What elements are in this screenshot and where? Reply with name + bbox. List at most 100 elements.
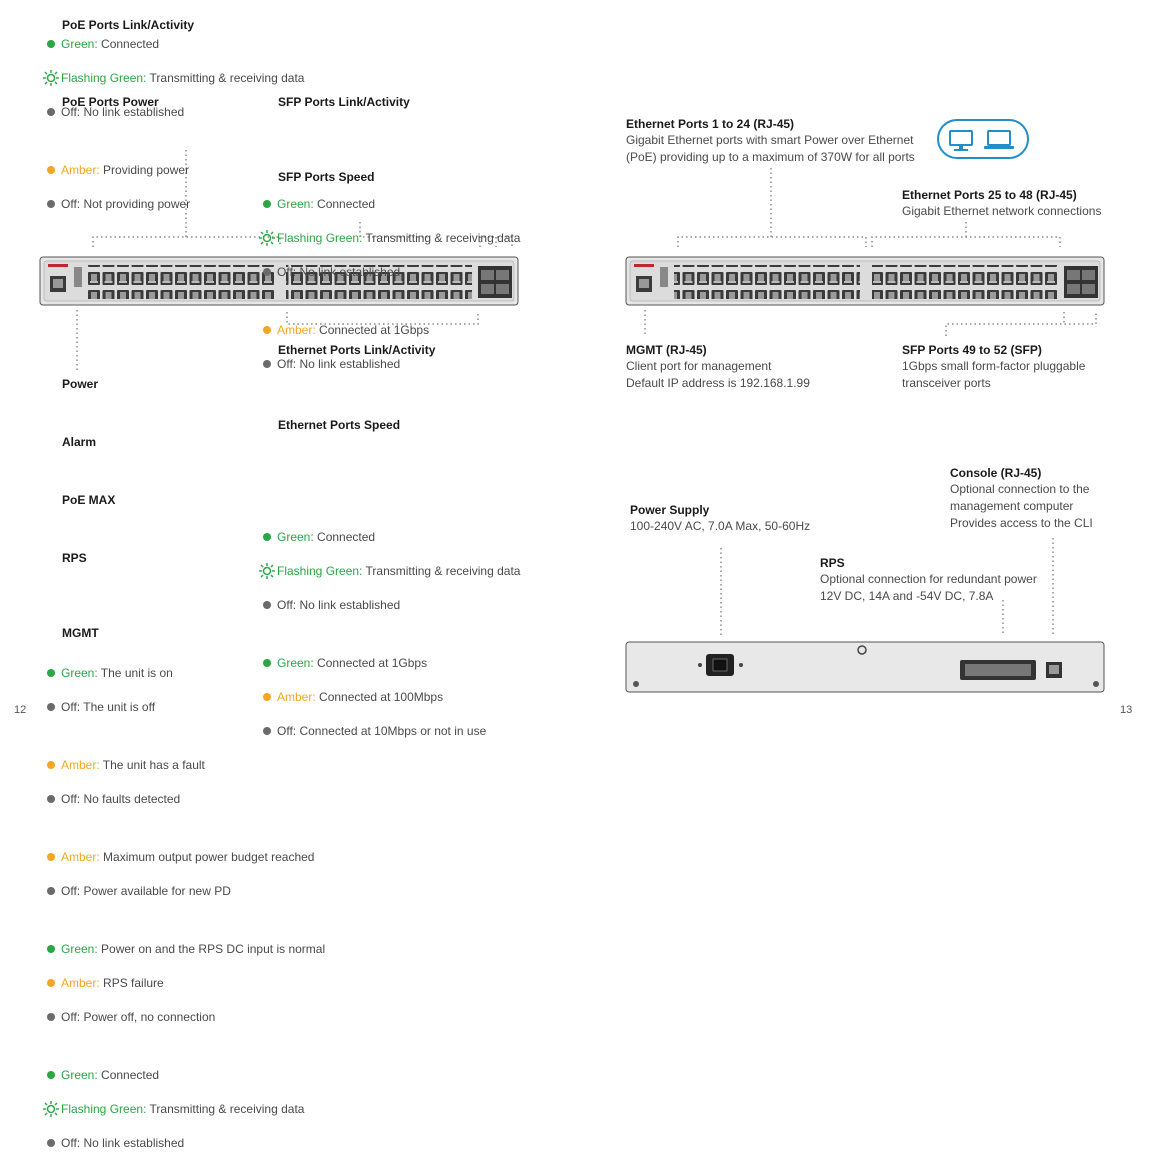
status-dot	[263, 360, 271, 368]
legend-line: Off: Connected at 10Mbps or not in use	[262, 723, 1150, 740]
status-dot	[263, 727, 271, 735]
flashing-led-icon	[43, 1101, 59, 1117]
section-title: PoE Ports Link/Activity	[62, 18, 195, 32]
legend-line: Flashing Green: Transmitting & receiving…	[259, 230, 1150, 247]
callout-title: SFP Ports 49 to 52 (SFP)	[902, 343, 1042, 357]
status-dot	[47, 945, 55, 953]
legend-line: Amber: Connected at 1Gbps	[262, 322, 1150, 339]
status-dot	[47, 108, 55, 116]
legend-line: Green: Connected	[262, 529, 1150, 546]
section-title: PoE Ports Power	[62, 95, 159, 109]
legend-line: Green: Connected	[46, 1067, 1150, 1084]
legend-line: Amber: Connected at 100Mbps	[262, 689, 1150, 706]
legend-line: Off: Power available for new PD	[46, 883, 1150, 900]
status-dot	[47, 1139, 55, 1147]
status-dot	[47, 761, 55, 769]
callout-text: Client port for management	[626, 359, 772, 373]
flashing-led-icon	[259, 563, 275, 579]
callout-title: Console (RJ-45)	[950, 466, 1042, 480]
legend-line: Amber: The unit has a fault	[46, 757, 1150, 774]
legend-line: Flashing Green: Transmitting & receiving…	[43, 1101, 1150, 1118]
callout-title: MGMT (RJ-45)	[626, 343, 707, 357]
legend-line: Green: Connected at 1Gbps	[262, 655, 1150, 672]
status-dot	[47, 703, 55, 711]
section-title: SFP Ports Speed	[278, 170, 375, 184]
diagram-art	[39, 119, 1105, 693]
status-dot	[263, 326, 271, 334]
legend-line: Amber: RPS failure	[46, 975, 1150, 992]
eth-25-48-callout: Ethernet Ports 25 to 48 (RJ-45) Gigabit …	[902, 188, 1101, 220]
callout-text: transceiver ports	[902, 376, 991, 390]
legend-line: Off: Power off, no connection	[46, 1009, 1150, 1026]
legend-line: Amber: Maximum output power budget reach…	[46, 849, 1150, 866]
status-dot	[47, 979, 55, 987]
status-dot	[47, 887, 55, 895]
legend-line: Green: The unit is on	[46, 665, 1150, 682]
legend-line: Green: Power on and the RPS DC input is …	[46, 941, 1150, 958]
flashing-led-icon	[43, 70, 59, 86]
desktop-icon	[949, 130, 973, 151]
callout-text: management computer	[950, 499, 1074, 513]
status-dot	[47, 1071, 55, 1079]
section-title: Ethernet Ports Link/Activity	[278, 343, 436, 357]
section-title: MGMT	[62, 626, 99, 640]
legend-line: Off: No link established	[262, 597, 1150, 614]
poe-link-section: PoE Ports Link/Activity	[62, 18, 194, 33]
legend-line: Off: No link established	[46, 104, 1150, 121]
legend-line: Off: Not providing power	[46, 196, 1150, 213]
status-dot	[263, 533, 271, 541]
section-title: RPS	[62, 551, 87, 565]
status-dot	[263, 268, 271, 276]
legend-line: Off: No faults detected	[46, 791, 1150, 808]
flashing-led-icon	[259, 230, 275, 246]
legend-line: Green: Connected	[262, 196, 1150, 213]
callout-title: Ethernet Ports 1 to 24 (RJ-45)	[626, 117, 795, 131]
switch-front-left	[39, 256, 519, 306]
callout-title: Power Supply	[630, 503, 710, 517]
eth-1-24-callout: Ethernet Ports 1 to 24 (RJ-45) Gigabit E…	[626, 117, 915, 166]
status-dot	[47, 200, 55, 208]
status-dot	[47, 795, 55, 803]
leader-lines	[76, 150, 1097, 636]
laptop-icon	[984, 130, 1014, 149]
mgmt-callout: MGMT (RJ-45) Client port for management …	[626, 343, 810, 392]
switch-front-right	[625, 256, 1105, 306]
power-supply-callout: Power Supply 100-240V AC, 7.0A Max, 50-6…	[630, 503, 810, 535]
status-dot	[263, 659, 271, 667]
status-dot	[263, 693, 271, 701]
status-dot	[47, 166, 55, 174]
legend-line: Flashing Green: Transmitting & receiving…	[259, 563, 1150, 580]
section-title: Ethernet Ports Speed	[278, 418, 401, 432]
status-dot	[263, 601, 271, 609]
callout-text: (PoE) providing up to a maximum of 370W …	[626, 150, 915, 164]
section-title: Alarm	[62, 435, 97, 449]
legend-line: Off: No link established	[262, 356, 1150, 373]
legend-line: Off: No link established	[46, 1135, 1150, 1152]
page-number-right: 13	[1120, 704, 1133, 716]
status-dot	[47, 1013, 55, 1021]
switch-back-panel	[625, 641, 1105, 693]
legend-line: Green: Connected	[46, 36, 1150, 53]
callout-text: 12V DC, 14A and -54V DC, 7.8A	[820, 589, 994, 603]
rps-callout: RPS Optional connection for redundant po…	[820, 556, 1037, 605]
legend-line: Off: No link established	[262, 264, 1150, 281]
devices-badge	[937, 119, 1029, 159]
status-dot	[263, 200, 271, 208]
section-title: PoE MAX	[62, 493, 116, 507]
callout-text: 100-240V AC, 7.0A Max, 50-60Hz	[630, 519, 811, 533]
status-dot	[47, 40, 55, 48]
callout-text: Optional connection to the	[950, 482, 1090, 496]
callout-text: Default IP address is 192.168.1.99	[626, 376, 810, 390]
status-dot	[47, 853, 55, 861]
status-dot	[47, 669, 55, 677]
sfp-callout: SFP Ports 49 to 52 (SFP) 1Gbps small for…	[902, 343, 1085, 392]
section-title: SFP Ports Link/Activity	[278, 95, 410, 109]
legend-line: Flashing Green: Transmitting & receiving…	[43, 70, 1150, 87]
callout-title: Ethernet Ports 25 to 48 (RJ-45)	[902, 188, 1077, 202]
callout-text: 1Gbps small form-factor pluggable	[902, 359, 1086, 373]
legend-line: Off: The unit is off	[46, 699, 1150, 716]
console-callout: Console (RJ-45) Optional connection to t…	[950, 466, 1093, 532]
callout-text: Gigabit Ethernet network connections	[902, 204, 1102, 218]
section-title: Power	[62, 377, 99, 391]
callout-text: Gigabit Ethernet ports with smart Power …	[626, 133, 914, 147]
